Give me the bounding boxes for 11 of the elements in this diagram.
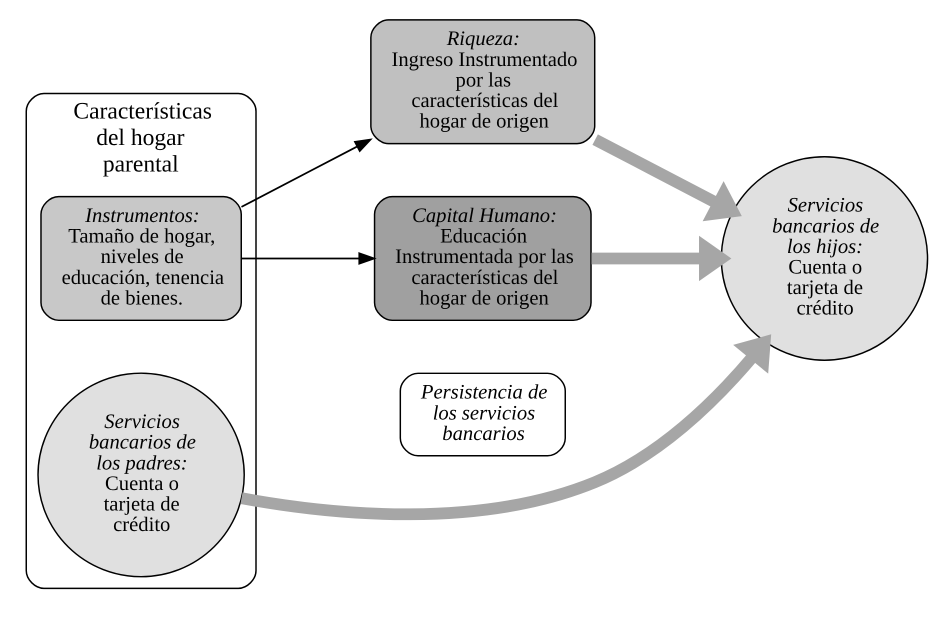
arrow — [591, 235, 732, 281]
node-box: Instrumentos: Tamaño de hogar, niveles de educación, tenencia de bienes. — [40, 195, 242, 321]
arrow — [240, 334, 772, 520]
node-box: Riqueza: Ingreso Instrumentado por las características del hogar de origen — [370, 18, 596, 144]
node-box: Capital Humano: Educación Instrumentada por las características del hogar de origen — [374, 195, 592, 321]
arrow — [592, 134, 742, 221]
arrow — [241, 252, 377, 264]
node-circle: Servicios bancarios de los padres: Cuenta o tarjeta de crédito — [37, 372, 245, 577]
arrow — [241, 138, 373, 208]
node-box: Persistencia de los servicios bancarios — [400, 372, 566, 456]
node-circle: Servicios bancarios de los hijos: Cuenta o tarjeta de crédito — [720, 155, 928, 360]
